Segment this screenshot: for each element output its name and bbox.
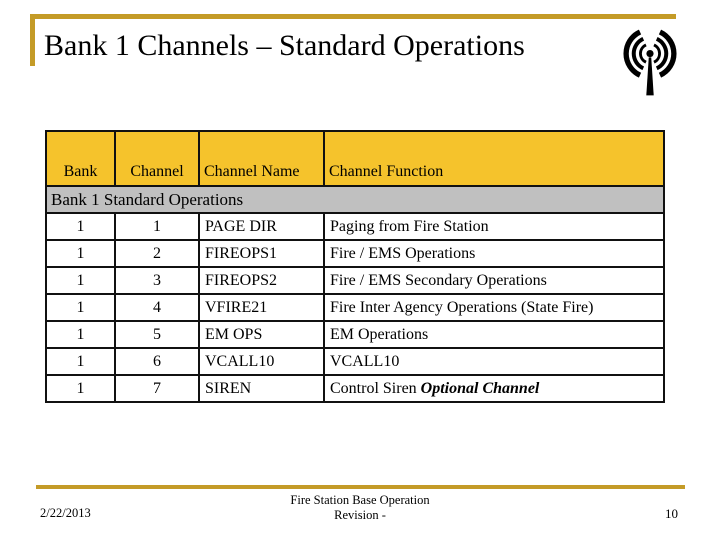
- table-row: 1 7 SIREN Control Siren Optional Channel: [45, 374, 665, 403]
- cell-channel: 1: [114, 212, 200, 241]
- cell-channel-name: PAGE DIR: [198, 212, 325, 241]
- cell-channel-function: VCALL10: [323, 347, 665, 376]
- footer-center-line1: Fire Station Base Operation: [290, 493, 430, 507]
- cell-bank: 1: [45, 266, 116, 295]
- page-number: 10: [665, 506, 678, 521]
- channels-table: Bank Channel Channel Name Channel Functi…: [45, 130, 665, 403]
- cell-channel-name: VFIRE21: [198, 293, 325, 322]
- column-header-channel-function: Channel Function: [323, 130, 665, 187]
- cell-channel-name: FIREOPS2: [198, 266, 325, 295]
- table-row: 1 4 VFIRE21 Fire Inter Agency Operations…: [45, 293, 665, 322]
- function-text: Fire / EMS Operations: [330, 244, 476, 262]
- function-emphasis: Optional Channel: [420, 379, 540, 397]
- footer-center-line2: Revision -: [334, 508, 386, 522]
- column-header-channel-name: Channel Name: [198, 130, 325, 187]
- cell-channel-name: VCALL10: [198, 347, 325, 376]
- cell-channel: 7: [114, 374, 200, 403]
- table-header-row: Bank Channel Channel Name Channel Functi…: [45, 130, 665, 187]
- function-text: Paging from Fire Station: [330, 217, 489, 235]
- cell-channel-function: EM Operations: [323, 320, 665, 349]
- cell-channel-function: Fire Inter Agency Operations (State Fire…: [323, 293, 665, 322]
- footer-date: 2/22/2013: [40, 506, 91, 520]
- function-text: VCALL10: [330, 352, 400, 370]
- function-text: EM Operations: [330, 325, 429, 343]
- footer-rule: [36, 485, 685, 489]
- footer-center-text: Fire Station Base Operation Revision -: [220, 493, 500, 523]
- cell-channel: 6: [114, 347, 200, 376]
- column-header-channel: Channel: [114, 130, 200, 187]
- cell-channel-function: Control Siren Optional Channel: [323, 374, 665, 403]
- cell-channel-function: Paging from Fire Station: [323, 212, 665, 241]
- table-row: 1 6 VCALL10 VCALL10: [45, 347, 665, 376]
- function-text: Fire / EMS Secondary Operations: [330, 271, 547, 289]
- table-section-row: Bank 1 Standard Operations: [45, 185, 665, 214]
- title-left-rule: [30, 14, 35, 66]
- cell-channel-name: FIREOPS1: [198, 239, 325, 268]
- cell-bank: 1: [45, 212, 116, 241]
- cell-bank: 1: [45, 374, 116, 403]
- table-row: 1 3 FIREOPS2 Fire / EMS Secondary Operat…: [45, 266, 665, 295]
- radio-antenna-icon: [602, 26, 698, 102]
- page-title: Bank 1 Channels – Standard Operations: [44, 29, 525, 62]
- cell-channel: 2: [114, 239, 200, 268]
- cell-channel-name: SIREN: [198, 374, 325, 403]
- table-row: 1 1 PAGE DIR Paging from Fire Station: [45, 212, 665, 241]
- cell-bank: 1: [45, 347, 116, 376]
- cell-bank: 1: [45, 293, 116, 322]
- table-row: 1 2 FIREOPS1 Fire / EMS Operations: [45, 239, 665, 268]
- cell-bank: 1: [45, 239, 116, 268]
- cell-channel-function: Fire / EMS Operations: [323, 239, 665, 268]
- cell-channel-name: EM OPS: [198, 320, 325, 349]
- table-section-header: Bank 1 Standard Operations: [45, 185, 665, 214]
- cell-bank: 1: [45, 320, 116, 349]
- title-top-rule: [30, 14, 676, 19]
- cell-channel: 4: [114, 293, 200, 322]
- table-row: 1 5 EM OPS EM Operations: [45, 320, 665, 349]
- cell-channel: 5: [114, 320, 200, 349]
- function-text: Control Siren: [330, 379, 421, 397]
- cell-channel-function: Fire / EMS Secondary Operations: [323, 266, 665, 295]
- function-text: Fire Inter Agency Operations (State Fire…: [330, 298, 594, 316]
- cell-channel: 3: [114, 266, 200, 295]
- column-header-bank: Bank: [45, 130, 116, 187]
